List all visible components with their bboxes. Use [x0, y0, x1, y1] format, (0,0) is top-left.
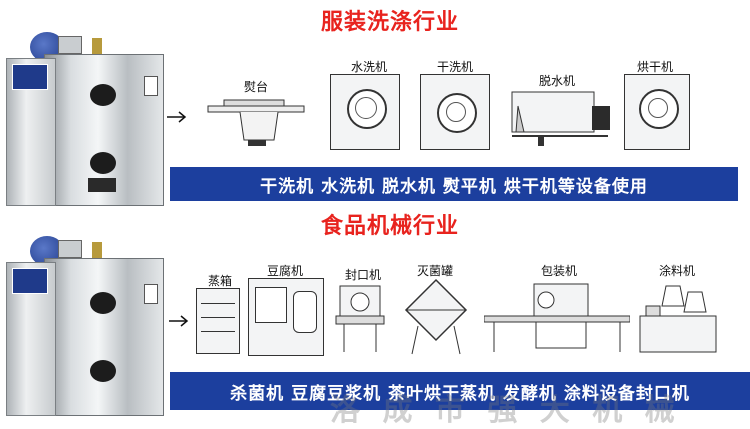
- packaging-machine-icon: [484, 283, 630, 352]
- equipment-label-steam-box: 蒸箱: [207, 274, 232, 288]
- steam-box-icon: [196, 288, 240, 354]
- sterilization-tank-icon: [404, 278, 468, 355]
- equipment-label-sterilization-tank: 灭菌罐: [416, 264, 453, 278]
- equipment-label-ironing-table: 熨台: [243, 80, 268, 94]
- sealing-machine-icon: [335, 285, 385, 352]
- spin-dryer-icon: [511, 91, 610, 146]
- tofu-machine-icon: [248, 278, 324, 356]
- usage-band-food-machinery: 杀菌机 豆腐豆浆机 茶叶烘干蒸机 发酵机 涂料设备封口机: [170, 372, 750, 410]
- equipment-label-sealing-machine: 封口机: [344, 268, 381, 282]
- steam-boiler-icon: [4, 228, 166, 418]
- ironing-table-icon: [207, 99, 305, 146]
- equipment-label-coating-machine: 涂料机: [658, 264, 695, 278]
- equipment-label-tofu-machine: 豆腐机: [266, 264, 303, 278]
- equipment-label-spin-dryer: 脱水机: [538, 74, 575, 88]
- dry-cleaning-machine-icon: [420, 74, 490, 150]
- equipment-label-tumble-dryer: 烘干机: [636, 60, 673, 74]
- tumble-dryer-icon: [624, 74, 690, 150]
- equipment-label-dry-cleaning-machine: 干洗机: [436, 60, 473, 74]
- arrow-right-icon: [167, 111, 187, 123]
- usage-band-laundry: 干洗机 水洗机 脱水机 熨平机 烘干机等设备使用: [170, 167, 738, 201]
- section-title-food-machinery: 食品机械行业: [320, 214, 459, 239]
- equipment-label-packaging-machine: 包装机: [540, 264, 577, 278]
- washing-machine-icon: [330, 74, 400, 150]
- coating-machine-icon: [639, 285, 717, 353]
- section-title-laundry: 服装洗涤行业: [320, 10, 459, 35]
- steam-boiler-icon: [4, 24, 166, 210]
- watermark: 洛 成 市 强 大 机 械: [330, 393, 681, 428]
- arrow-right-icon: [169, 315, 189, 327]
- equipment-label-washing-machine: 水洗机: [350, 60, 387, 74]
